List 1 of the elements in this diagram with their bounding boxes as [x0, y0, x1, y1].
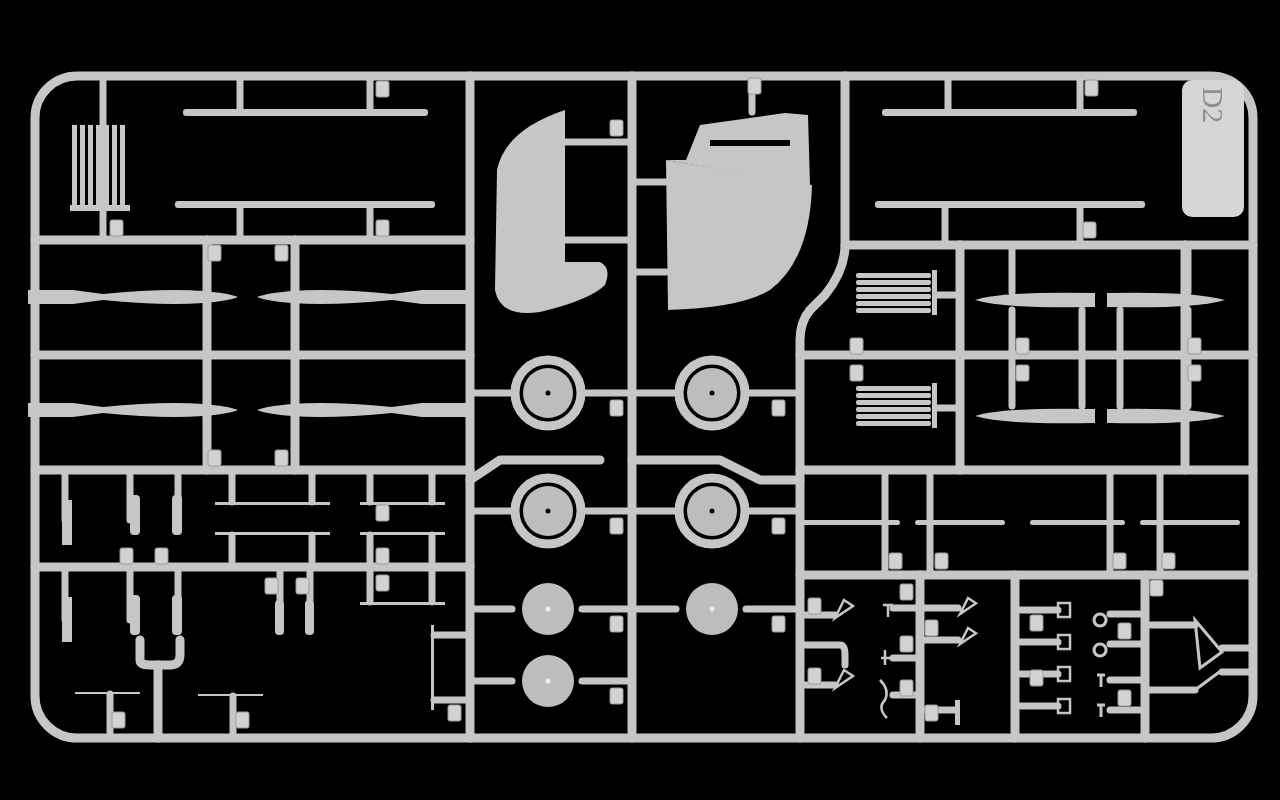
- sprue-code-label: D2: [1198, 86, 1229, 124]
